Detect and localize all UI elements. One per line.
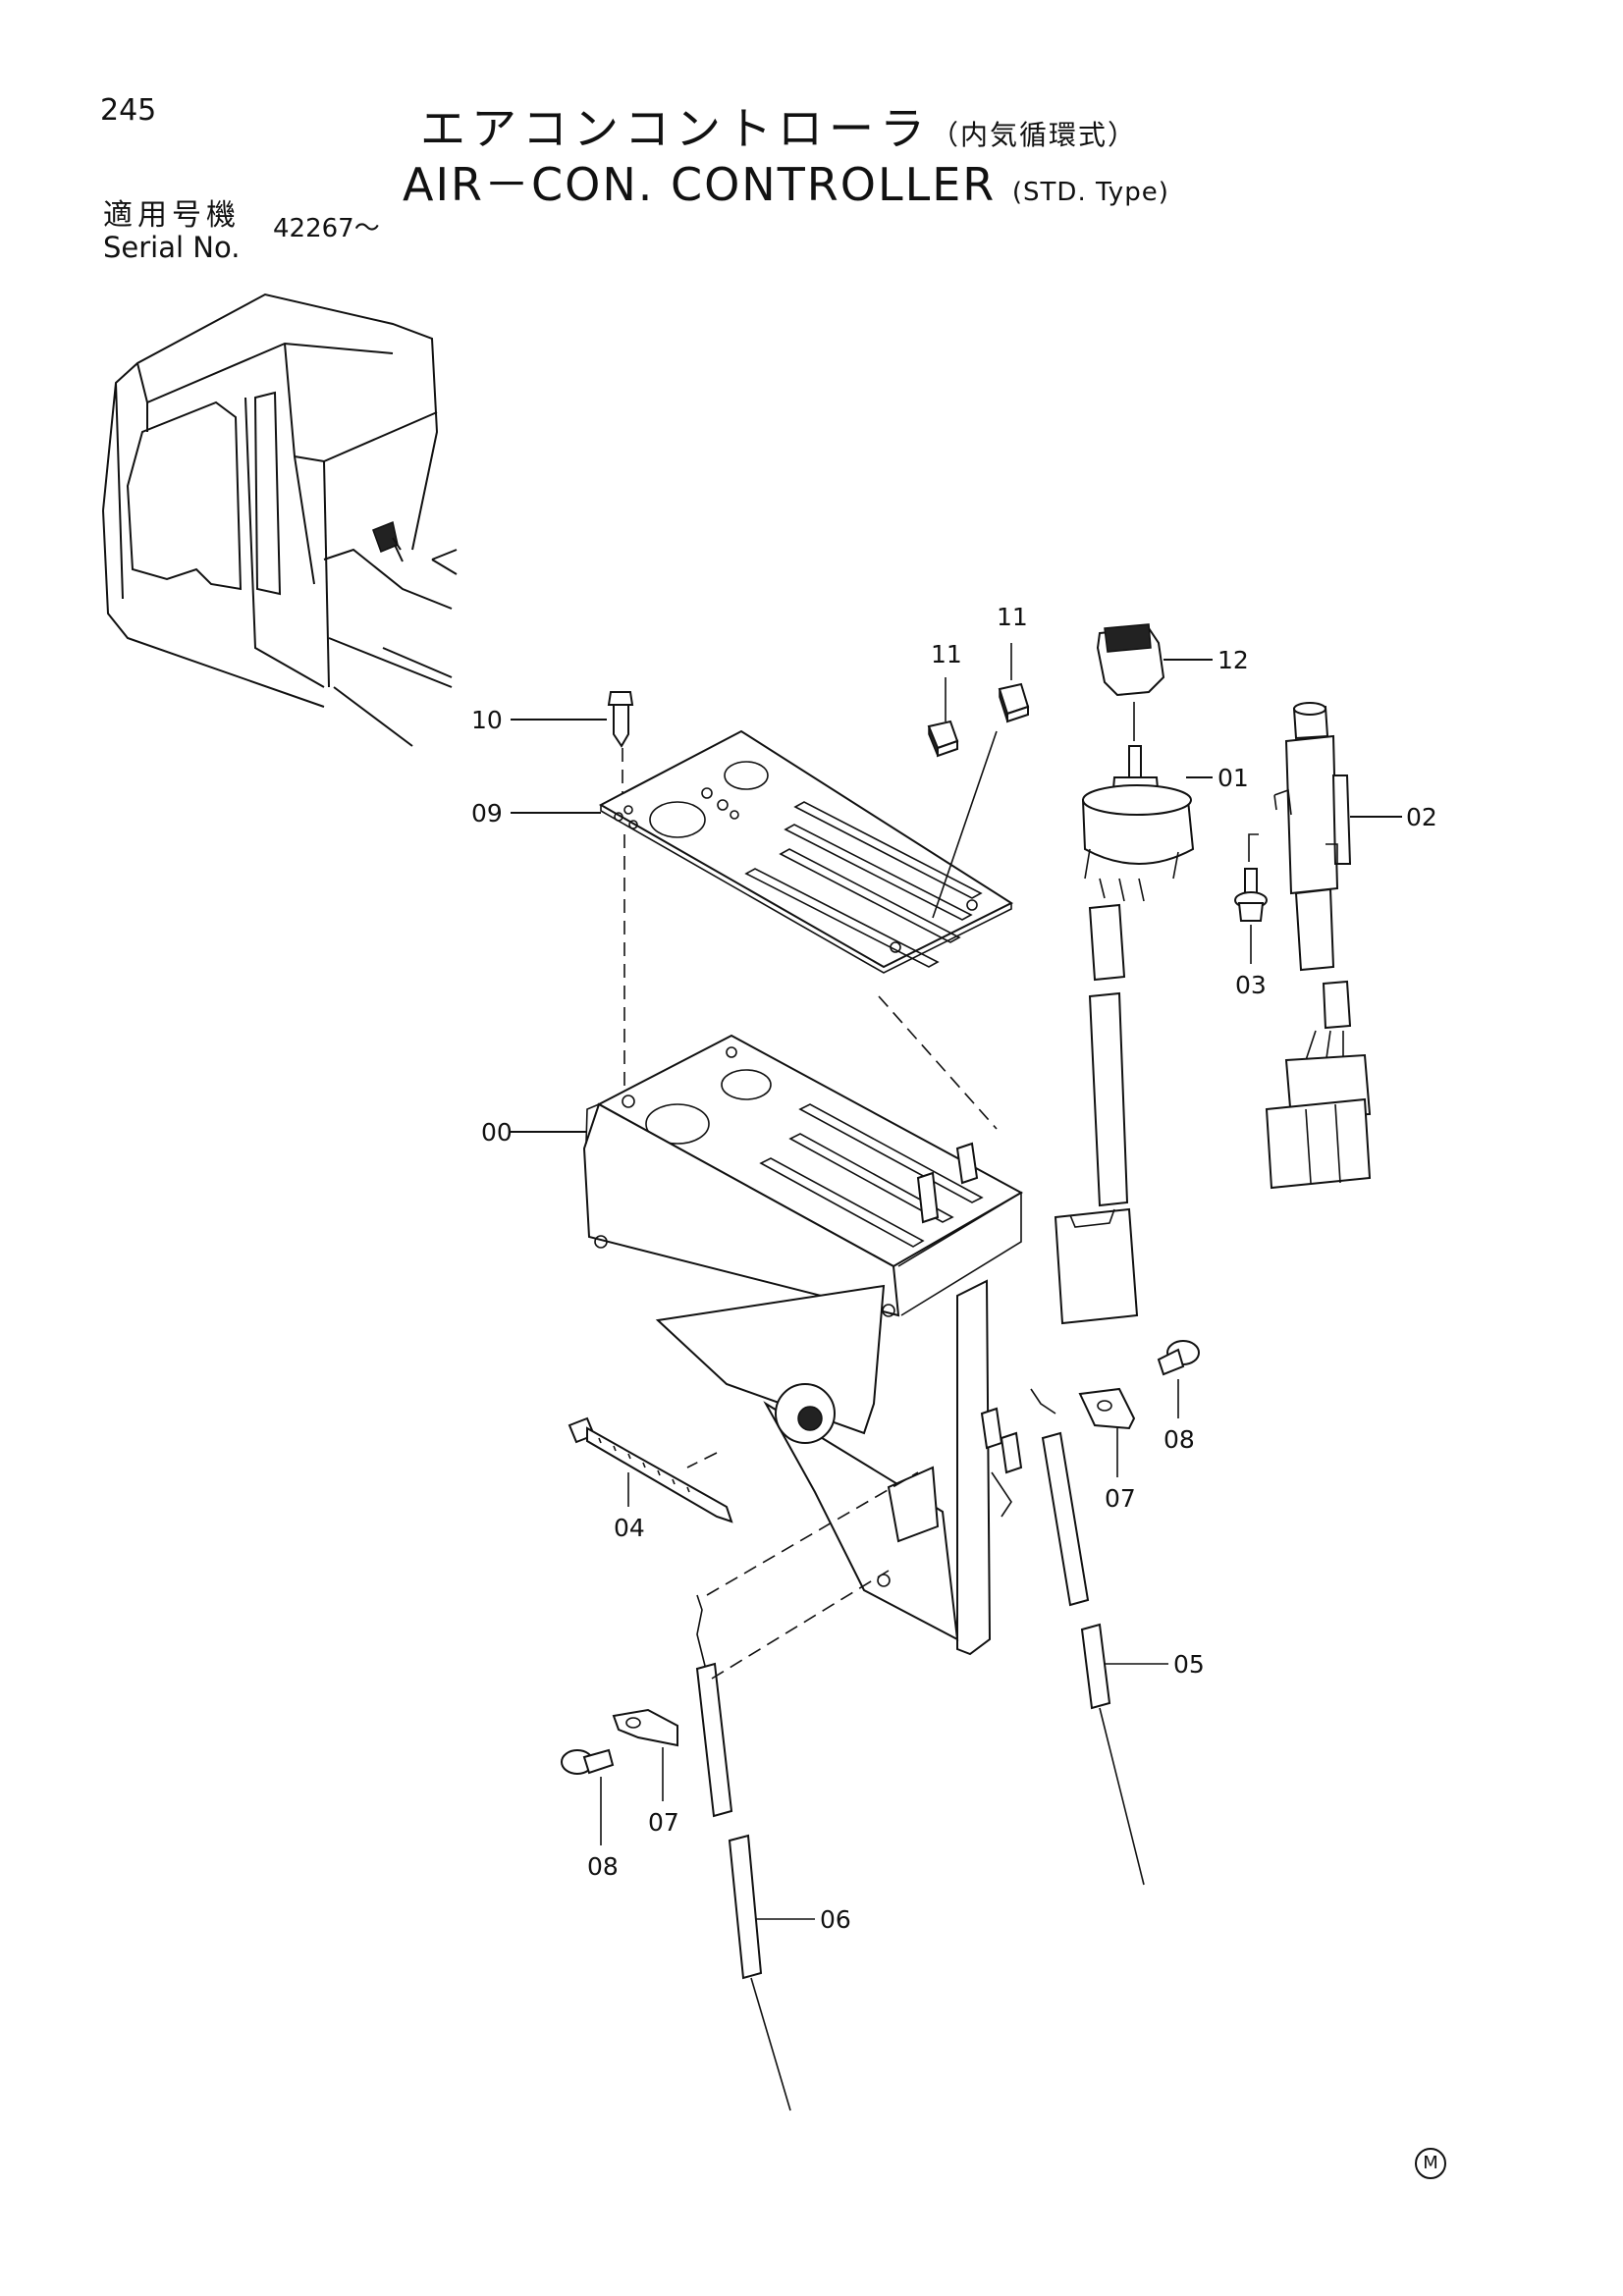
callout-04: 04: [614, 1514, 645, 1542]
part-09-cover-plate: [598, 729, 1014, 974]
cab-locator-illustration: [102, 293, 458, 747]
part-07-clamp-left: [612, 1708, 678, 1801]
part-11-knob-left: [927, 720, 959, 758]
callout-06: 06: [820, 1905, 851, 1934]
callout-10: 10: [471, 706, 503, 734]
leader-11-to-slot: [932, 730, 998, 919]
part-07-clamp-right: [1078, 1387, 1136, 1477]
title-japanese-sub: （内気循環式）: [931, 119, 1138, 151]
callout-11-left: 11: [931, 640, 962, 668]
title-japanese-main: エアコンコントローラ: [420, 102, 931, 155]
title-english-sub: (STD. Type): [1011, 178, 1169, 207]
part-02-switch: [1265, 702, 1402, 1190]
part-12-rotary-knob: [1096, 623, 1213, 697]
callout-03: 03: [1235, 971, 1267, 999]
part-04-cable-tie: [568, 1416, 733, 1523]
title-english-main: AIR－CON. CONTROLLER: [403, 158, 997, 211]
part-01-cable-connector: [1054, 991, 1139, 1325]
callout-07-left: 07: [648, 1808, 679, 1837]
part-08-screw-left: [561, 1748, 615, 1845]
part-08-screw-right: [1157, 1340, 1200, 1418]
alignment-line-06b: [706, 1471, 919, 1596]
callout-08-right: 08: [1163, 1425, 1195, 1454]
part-06-control-cable: [695, 1594, 815, 2111]
page-number: 245: [100, 93, 157, 128]
callout-05: 05: [1173, 1650, 1205, 1679]
part-10-pin: [607, 691, 634, 803]
callout-09: 09: [471, 799, 503, 828]
callout-07-right: 07: [1105, 1484, 1136, 1513]
title-japanese: エアコンコントローラ（内気循環式）: [420, 106, 1137, 151]
manufacturer-mark: M: [1415, 2148, 1446, 2179]
title-english: AIR－CON. CONTROLLER (STD. Type): [403, 162, 1169, 207]
callout-12: 12: [1217, 646, 1249, 674]
part-05-control-cable: [1030, 1388, 1168, 1886]
serial-label-english: Serial No.: [103, 231, 241, 264]
part-11-knob-right: [998, 682, 1030, 723]
callout-08-left: 08: [587, 1852, 619, 1881]
serial-label-japanese: 適用号機: [103, 198, 241, 233]
part-01-rotary-switch: [1081, 745, 1213, 982]
part-03-screw: [1234, 833, 1268, 964]
alignment-line-04: [686, 1452, 718, 1468]
callout-00: 00: [481, 1118, 513, 1147]
alignment-line-09-00: [878, 995, 998, 1130]
alignment-line-06: [711, 1570, 890, 1680]
callout-11-right: 11: [997, 603, 1028, 631]
serial-number-value: 42267～: [273, 214, 380, 243]
callout-01: 01: [1217, 764, 1249, 792]
callout-02: 02: [1406, 803, 1437, 831]
part-00-bracket: [582, 1034, 1024, 1656]
